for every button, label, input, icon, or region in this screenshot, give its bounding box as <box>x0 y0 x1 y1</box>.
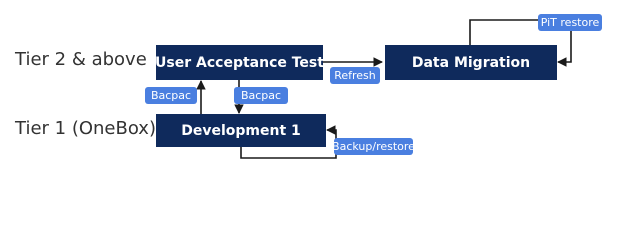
bacpac-up-label: Bacpac <box>145 87 197 104</box>
connectors <box>196 19 572 159</box>
data-migration-box: Data Migration <box>385 45 557 80</box>
bacpac-down-label: Bacpac <box>234 87 288 104</box>
backup-restore-connector <box>240 125 337 159</box>
environment-diagram: Tier 2 & above Tier 1 (OneBox) User Acce… <box>15 14 602 159</box>
user-acceptance-test-box: User Acceptance Test <box>155 45 324 80</box>
pit-restore-label: PiT restore <box>538 14 602 31</box>
refresh-label: Refresh <box>330 67 380 84</box>
development-box: Development 1 <box>156 114 326 147</box>
tier1-label: Tier 1 (OneBox) <box>15 118 156 139</box>
backup-restore-label: Backup/restore <box>332 138 415 155</box>
tier2-label: Tier 2 & above <box>15 49 147 70</box>
